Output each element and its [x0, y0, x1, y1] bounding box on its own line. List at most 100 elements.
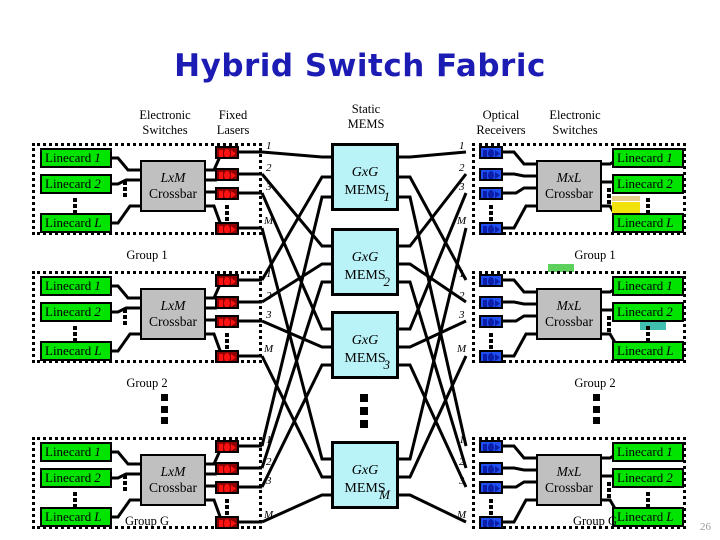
- laser-glyph: [231, 278, 236, 285]
- left-g2-laser-M[interactable]: [215, 350, 239, 363]
- receiver-glyph: [495, 354, 500, 361]
- right-gG-linecard-ellipsis: [645, 492, 651, 508]
- right-g2-receiver-M[interactable]: [479, 350, 503, 363]
- right-g2-receiver-3[interactable]: [479, 315, 503, 328]
- left-g1-port-label-1: 1: [266, 140, 272, 152]
- linecard-label: Linecard: [45, 176, 92, 191]
- laser-glyph: [224, 484, 230, 492]
- left-gG-laser-2[interactable]: [215, 462, 239, 475]
- receiver-glyph: [483, 319, 487, 326]
- right-group-G: [472, 437, 686, 529]
- linecard-label: Linecard: [617, 444, 664, 459]
- linecard-index: 2: [666, 304, 673, 319]
- left-g2-laser-1[interactable]: [215, 274, 239, 287]
- right-group-2: [472, 271, 686, 363]
- left-g2-laser-2[interactable]: [215, 296, 239, 309]
- left-g2-crossbar[interactable]: LxM Crossbar: [140, 288, 206, 340]
- right-g1-receiver-1[interactable]: [479, 146, 503, 159]
- right-gG-crossbar[interactable]: MxL Crossbar: [536, 454, 602, 506]
- left-g1-laser-1[interactable]: [215, 146, 239, 159]
- header-line: Switches: [142, 123, 188, 137]
- left-g1-laser-M[interactable]: [215, 222, 239, 235]
- right-g1-receiver-2[interactable]: [479, 168, 503, 181]
- linecard-index: 2: [666, 470, 673, 485]
- right-gG-receiver-2[interactable]: [479, 462, 503, 475]
- crossbar-line1: MxL: [556, 464, 582, 479]
- left-gG-crossbar[interactable]: LxM Crossbar: [140, 454, 206, 506]
- left-gG-laser-1[interactable]: [215, 440, 239, 453]
- right-gG-receiver-3[interactable]: [479, 481, 503, 494]
- right-g2-crossbar[interactable]: MxL Crossbar: [536, 288, 602, 340]
- left-g2-port-label-2: 2: [266, 290, 272, 302]
- crossbar-line1: MxL: [556, 170, 582, 185]
- mems-box-1[interactable]: GxG MEMS 1: [331, 143, 399, 211]
- left-group-G: [32, 437, 262, 529]
- left-gG-laser-M[interactable]: [215, 516, 239, 529]
- right-g2-receiver-ellipsis: [488, 333, 494, 349]
- left-g2-linecard-ellipsis: [72, 326, 78, 342]
- right-group-1: [472, 143, 686, 235]
- laser-glyph: [231, 226, 236, 233]
- laser-glyph: [219, 466, 223, 473]
- linecard-index: L: [94, 215, 102, 230]
- left-g2-laser-3[interactable]: [215, 315, 239, 328]
- left-gG-laser-3[interactable]: [215, 481, 239, 494]
- header-line: Optical: [482, 108, 520, 122]
- mems-box-M[interactable]: GxG MEMS M: [331, 441, 399, 509]
- receiver-glyph: [488, 190, 494, 198]
- left-gG-port-label-3: 3: [266, 475, 272, 487]
- receiver-glyph: [495, 191, 500, 198]
- mems-box-2[interactable]: GxG MEMS 2: [331, 228, 399, 296]
- receiver-glyph: [488, 353, 494, 361]
- right-g1-crossbar[interactable]: MxL Crossbar: [536, 160, 602, 212]
- mems-index: 3: [383, 357, 391, 372]
- right-g2-receiver-1[interactable]: [479, 274, 503, 287]
- laser-glyph: [219, 150, 223, 157]
- right-g2-receiver-2[interactable]: [479, 296, 503, 309]
- linecard-index: L: [94, 509, 102, 524]
- receiver-glyph: [483, 354, 487, 361]
- laser-glyph: [224, 149, 230, 157]
- laser-glyph: [231, 354, 236, 361]
- left-gG-port-label-2: 2: [266, 456, 272, 468]
- highlight-artifact-tan: [612, 196, 640, 201]
- mems-label: GxG MEMS: [334, 462, 396, 498]
- left-g1-crossbar[interactable]: LxM Crossbar: [140, 160, 206, 212]
- mems-box-3[interactable]: GxG MEMS 3: [331, 311, 399, 379]
- receiver-glyph: [483, 520, 487, 527]
- left-g1-laser-3[interactable]: [215, 187, 239, 200]
- linecard-index: L: [666, 215, 674, 230]
- crossbar-line1: LxM: [160, 170, 186, 185]
- mems-index: 2: [383, 274, 391, 289]
- right-gG-receiver-1[interactable]: [479, 440, 503, 453]
- mems-line1: GxG: [351, 463, 379, 478]
- mems-column-ellipsis: [359, 394, 369, 428]
- right-gG-receiver-M[interactable]: [479, 516, 503, 529]
- header-electronic-switches-left: Electronic Switches: [120, 108, 210, 138]
- receiver-glyph: [483, 191, 487, 198]
- receiver-glyph: [495, 319, 500, 326]
- right-g1-receiver-M[interactable]: [479, 222, 503, 235]
- right-g1-receiver-3[interactable]: [479, 187, 503, 200]
- left-g1-laser-2[interactable]: [215, 168, 239, 181]
- crossbar-line2: Crossbar: [149, 480, 197, 495]
- page-number: 26: [700, 521, 711, 533]
